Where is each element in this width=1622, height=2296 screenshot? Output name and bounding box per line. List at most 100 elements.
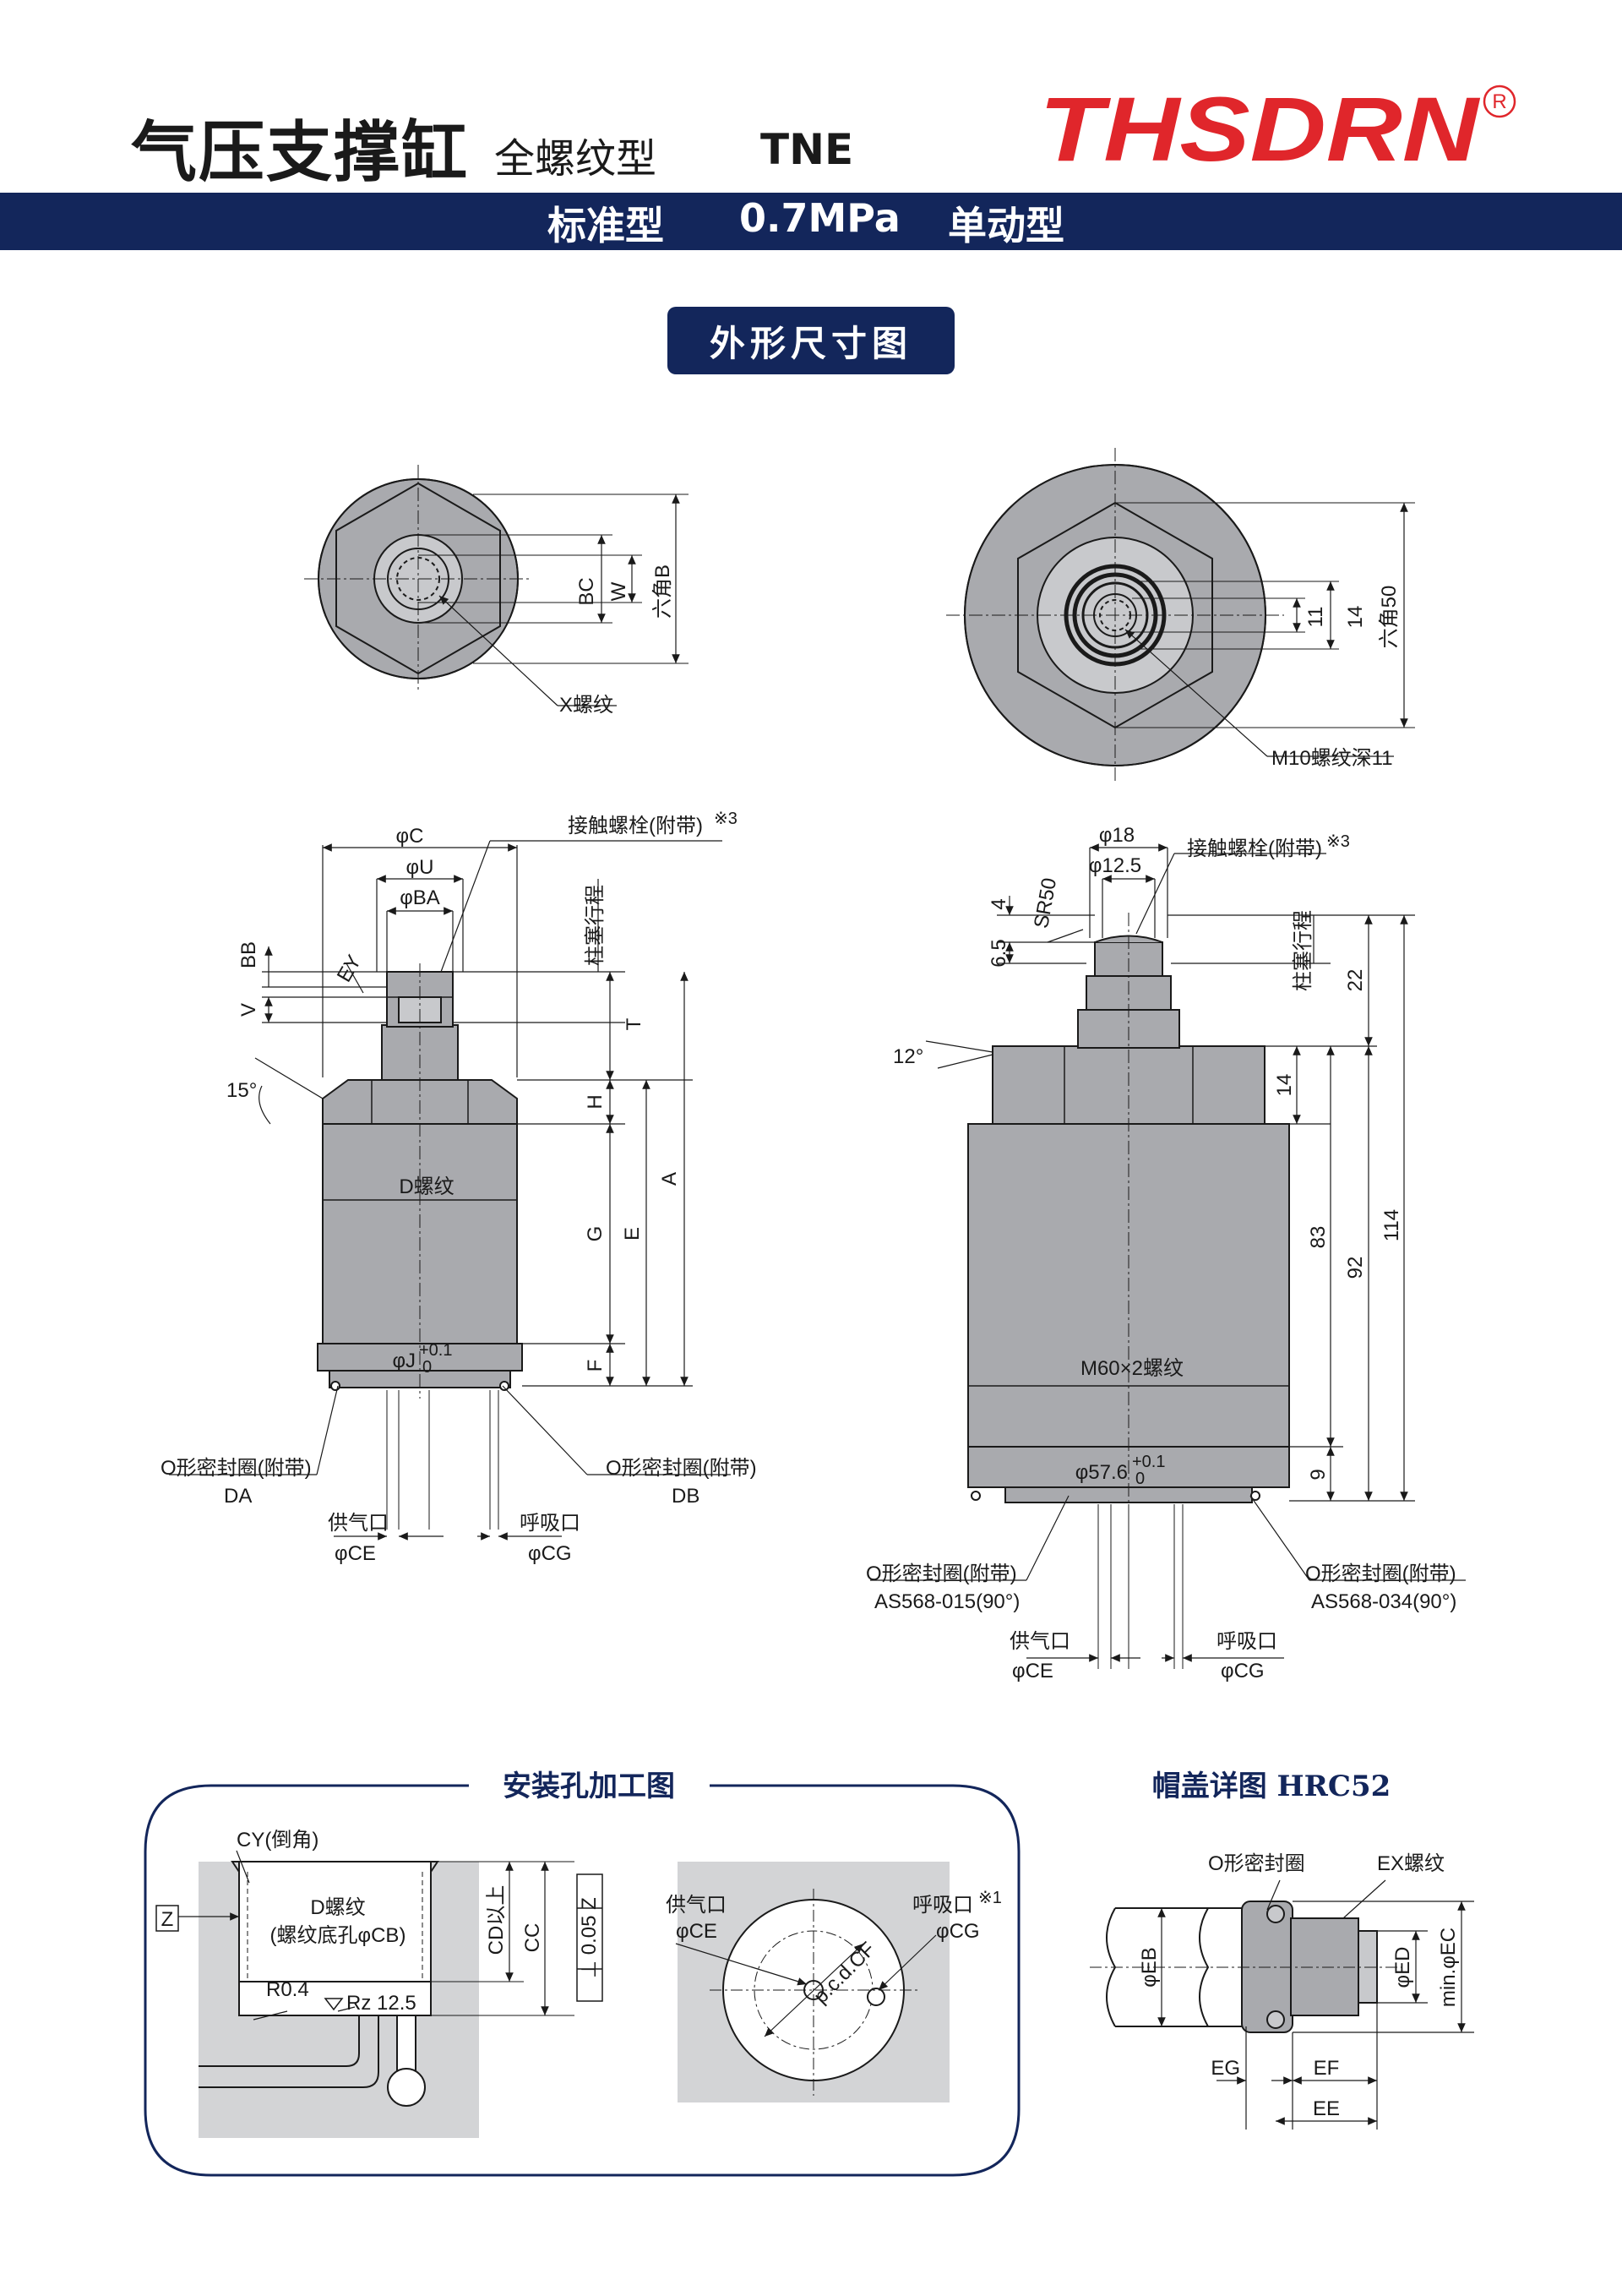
dim-bb: BB [237, 941, 260, 968]
perpendicularity: ⊥ 0.05 Z [578, 1897, 601, 1978]
mount-breath-dia: φCG [936, 1920, 980, 1943]
right-supply-dia: φCE [1012, 1660, 1053, 1682]
dim-14-right: 14 [1273, 1074, 1296, 1097]
depth-min-label: CD以上 [485, 1885, 508, 1955]
left-bolt-note: ※3 [714, 810, 738, 828]
right-breath-dia: φCG [1221, 1660, 1265, 1682]
cap-detail-title: 帽盖详图 HRC52 [1152, 1770, 1391, 1803]
cap-ex-thread: EX螺纹 [1377, 1852, 1445, 1875]
dim-phi-18: φ18 [1099, 824, 1135, 847]
brand-logo: THSDRN R [1039, 80, 1516, 173]
left-stroke-label: 柱塞行程 [584, 885, 607, 966]
left-supply-dia: φCE [335, 1542, 376, 1565]
dim-22: 22 [1344, 969, 1367, 992]
left-phi-j: φJ [392, 1350, 416, 1372]
dim-g: G [584, 1226, 607, 1242]
dim-t: T [623, 1017, 645, 1030]
spec-pressure: 0.7MPa [739, 195, 901, 241]
right-oring-left: O形密封圈(附带) [866, 1562, 1017, 1585]
right-top-view [946, 448, 1415, 782]
brand-name: THSDRN [1039, 80, 1480, 173]
mount-thread-hole: (螺纹底孔φCB) [270, 1924, 406, 1947]
mount-breath: 呼吸口 [912, 1894, 973, 1917]
dim-min-phi-ec: min.φEC [1437, 1928, 1460, 2007]
right-bolt-note: ※3 [1326, 832, 1350, 851]
mount-panel [144, 1784, 1021, 2177]
cap-detail [1090, 1901, 1402, 2033]
dim-phi-eb: φEB [1138, 1947, 1161, 1988]
right-m60-thread: M60×2螺纹 [1080, 1357, 1184, 1380]
dim-phi-ba: φBA [400, 886, 440, 909]
right-stroke-label: 柱塞行程 [1292, 910, 1314, 991]
right-breath-port: 呼吸口 [1216, 1630, 1277, 1653]
mount-supply-dia: φCE [676, 1920, 717, 1943]
dim-phi-c: φC [396, 825, 424, 848]
dim-eg: EG [1211, 2057, 1240, 2080]
model-code: TNE [760, 125, 854, 174]
chamfer-label: CY(倒角) [237, 1829, 318, 1852]
left-tol-lower: 0 [422, 1358, 432, 1377]
left-breath-port: 呼吸口 [520, 1512, 580, 1535]
cap-dims [1157, 1879, 1474, 2130]
left-oring-right: O形密封圈(附带) [606, 1457, 757, 1480]
dim-h: H [584, 1094, 607, 1109]
dim-phi-u: φU [406, 856, 434, 879]
spec-action: 单动型 [948, 203, 1064, 248]
radius-label: R0.4 [266, 1978, 309, 2001]
left-tol-upper: +0.1 [419, 1341, 452, 1360]
dim-bc: BC [575, 577, 598, 605]
dim-v: V [237, 1003, 260, 1017]
datum-z: Z [161, 1908, 174, 1931]
right-oring-left-code: AS568-015(90°) [874, 1590, 1020, 1613]
dim-4: 4 [988, 898, 1010, 909]
right-oring-right-code: AS568-034(90°) [1311, 1590, 1456, 1613]
mount-breath-note: ※1 [978, 1889, 1002, 1907]
left-breath-dia: φCG [528, 1542, 572, 1565]
dim-sr50: SR50 [1030, 876, 1061, 930]
roughness-label: Rz 12.5 [346, 1992, 416, 2015]
left-angle: 15° [226, 1079, 257, 1102]
right-angle: 12° [893, 1045, 923, 1068]
left-oring-db: DB [672, 1485, 699, 1508]
mount-supply: 供气口 [666, 1894, 727, 1917]
m10-thread-label: M10螺纹深11 [1271, 747, 1393, 770]
dim-w: W [607, 581, 630, 601]
left-side-view [317, 963, 523, 1530]
page-title: 气压支撑缸 [131, 115, 470, 191]
right-side-dims [870, 843, 1466, 1662]
left-supply-port: 供气口 [328, 1512, 389, 1535]
mount-panel-title: 安装孔加工图 [503, 1770, 675, 1803]
left-top-view [304, 465, 689, 706]
depth-label: CC [521, 1923, 544, 1953]
dim-e: E [621, 1227, 644, 1241]
spec-standard: 标准型 [547, 203, 664, 248]
dim-ef: EF [1314, 2057, 1340, 2080]
dim-14: 14 [1344, 606, 1367, 629]
dim-11: 11 [1304, 607, 1327, 628]
dim-9: 9 [1307, 1469, 1330, 1480]
dim-83: 83 [1307, 1226, 1330, 1249]
dim-a: A [658, 1172, 681, 1186]
mount-d-thread: D螺纹 [310, 1896, 365, 1919]
left-oring-da: DA [224, 1485, 252, 1508]
right-tol-lower: 0 [1135, 1470, 1145, 1488]
dim-phi-ed: φED [1391, 1947, 1414, 1988]
cap-oring-label: O形密封圈 [1208, 1852, 1305, 1875]
dim-ey: EY [333, 952, 366, 986]
dim-6-5: 6.5 [988, 939, 1010, 967]
registered-mark: R [1492, 90, 1506, 113]
dim-f: F [584, 1360, 607, 1372]
right-bolt-label: 接触螺栓(附带) [1187, 837, 1322, 860]
left-side-dims [169, 840, 731, 1541]
x-thread-label: X螺纹 [559, 694, 613, 717]
dim-hex-50: 六角50 [1378, 586, 1401, 649]
dim-ee: EE [1313, 2097, 1340, 2120]
left-d-thread: D螺纹 [399, 1175, 454, 1198]
page-subtitle: 全螺纹型 [494, 135, 657, 183]
right-supply-port: 供气口 [1010, 1630, 1070, 1653]
section-badge: 外形尺寸图 [667, 307, 955, 374]
spec-band [0, 193, 1622, 250]
right-tol-upper: +0.1 [1132, 1453, 1165, 1471]
right-oring-right: O形密封圈(附带) [1305, 1562, 1456, 1585]
